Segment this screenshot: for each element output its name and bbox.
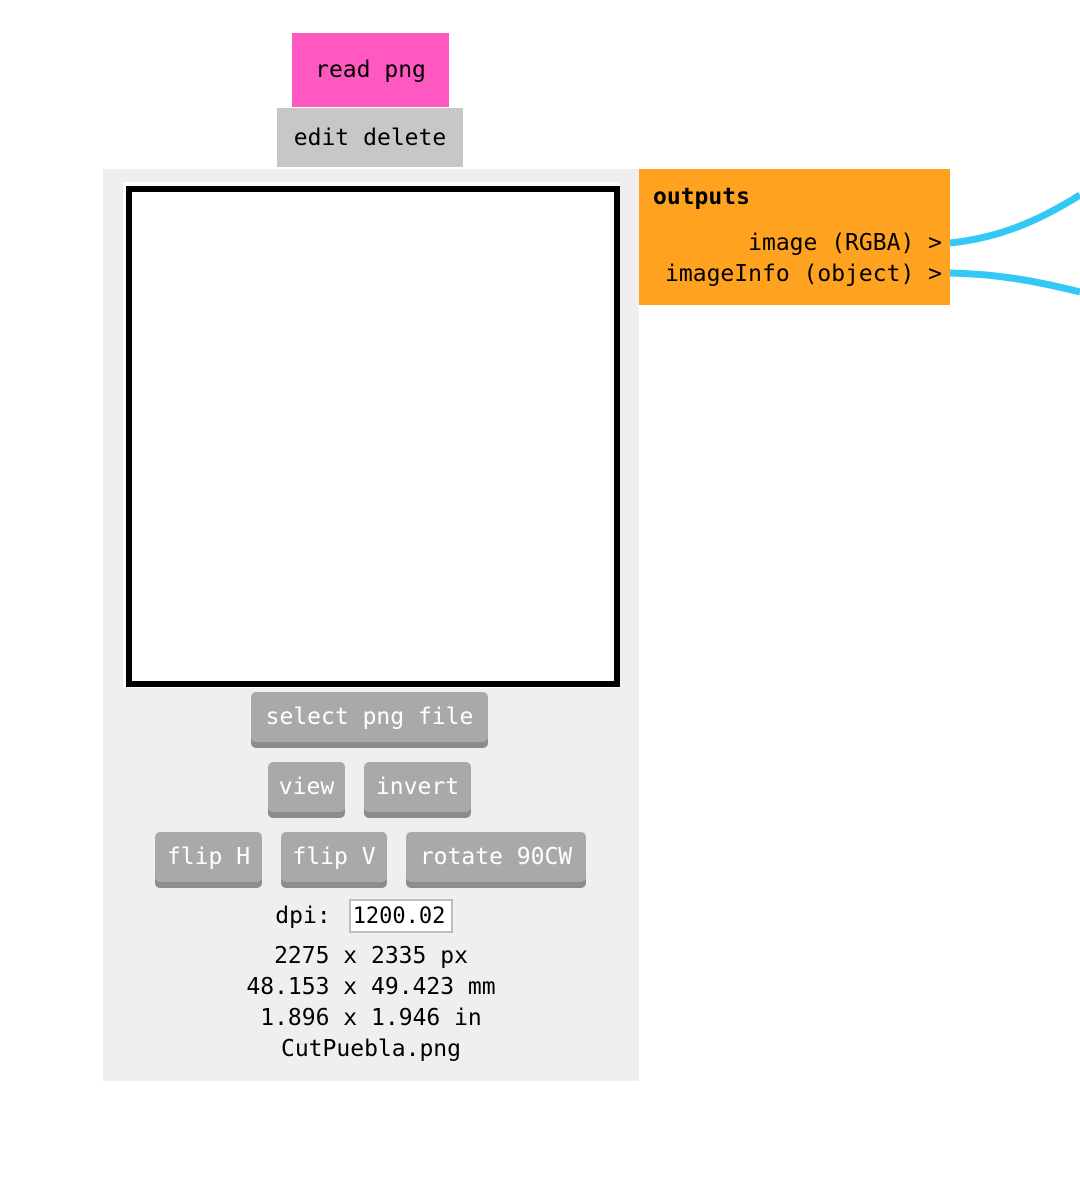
outputs-header: outputs [653, 184, 750, 210]
module-body: select png file view invert flip H flip … [103, 169, 639, 1081]
mm-dimensions: 48.153 x 49.423 mm [246, 974, 496, 1000]
flip-h-label: flip H [166, 844, 251, 870]
inch-dimensions: 1.896 x 1.946 in [260, 1005, 482, 1031]
flip-h-button[interactable]: flip H [155, 832, 262, 882]
edit-link[interactable]: edit [293, 124, 350, 151]
dpi-label: dpi: [275, 903, 331, 929]
flip-v-button[interactable]: flip V [281, 832, 387, 882]
view-label: view [278, 774, 335, 800]
preview-image-outline [126, 186, 620, 687]
dpi-row: dpi: [103, 899, 639, 933]
module-title-label: read png [315, 57, 426, 83]
imageinfo-wire[interactable] [949, 269, 1080, 296]
module-title[interactable]: read png [292, 33, 449, 107]
dpi-input[interactable] [348, 899, 453, 933]
pixel-dimensions: 2275 x 2335 px [274, 943, 468, 969]
output-port-image[interactable]: image (RGBA) > [748, 230, 942, 256]
delete-link[interactable]: delete [363, 124, 447, 151]
select-png-file-label: select png file [265, 704, 474, 730]
output-port-imageinfo[interactable]: imageInfo (object) > [665, 261, 942, 287]
module-edit-bar: edit delete [277, 108, 463, 167]
rotate-90cw-button[interactable]: rotate 90CW [406, 832, 586, 882]
outputs-panel: outputs image (RGBA) > imageInfo (object… [639, 169, 950, 305]
invert-button[interactable]: invert [364, 762, 471, 812]
select-png-file-button[interactable]: select png file [251, 692, 488, 742]
view-button[interactable]: view [268, 762, 345, 812]
image-preview [123, 182, 620, 688]
image-wire[interactable] [949, 192, 1080, 247]
image-info: 2275 x 2335 px 48.153 x 49.423 mm 1.896 … [103, 941, 639, 1065]
invert-label: invert [375, 774, 460, 800]
rotate-90cw-label: rotate 90CW [419, 844, 573, 870]
flip-v-label: flip V [292, 844, 376, 870]
file-name: CutPuebla.png [280, 1036, 461, 1062]
